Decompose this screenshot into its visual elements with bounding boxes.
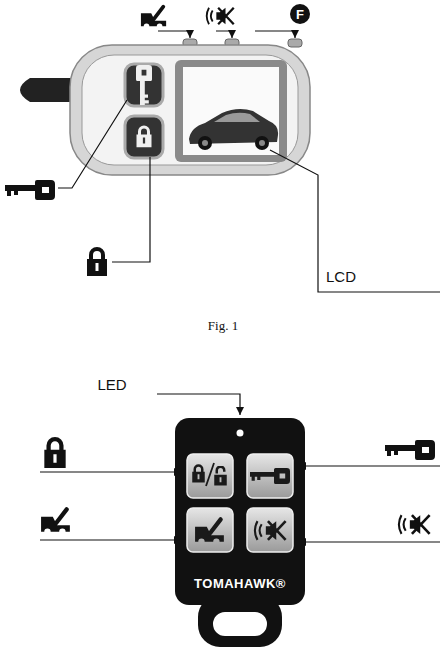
remote-button <box>247 508 293 552</box>
button-icon <box>214 467 227 486</box>
key-button <box>125 64 163 106</box>
lock-button <box>125 116 163 158</box>
part-name: LCD <box>326 268 356 285</box>
car-image <box>189 109 278 150</box>
lcd-remote <box>5 4 440 292</box>
remote-body <box>70 45 310 175</box>
button-icon <box>255 521 286 540</box>
part-name: LED <box>97 376 126 393</box>
lock-icon <box>87 249 107 276</box>
trunk-icon <box>41 509 70 531</box>
remote-button <box>187 454 233 498</box>
slash-mark <box>206 463 214 486</box>
figure-caption: Fig. 1 <box>208 318 238 334</box>
lcd-frame <box>175 60 287 162</box>
remote-face <box>82 55 298 165</box>
brand-name: TOMAHAWK® <box>194 576 286 591</box>
lock-icon <box>44 439 65 468</box>
key-icon <box>5 180 55 200</box>
mute-icon <box>207 8 234 25</box>
tomahawk-remote <box>40 394 440 647</box>
mute-icon <box>399 515 430 534</box>
button-icon <box>192 466 205 483</box>
remote-button <box>187 508 233 552</box>
key-icon <box>385 440 435 460</box>
top-button <box>288 39 302 47</box>
function-letter: F <box>296 7 304 22</box>
remote-body: TOMAHAWK® <box>175 418 305 605</box>
lcd-screen <box>183 67 279 155</box>
antenna <box>20 78 75 102</box>
leader-lines <box>58 31 440 292</box>
trunk-icon <box>141 7 166 27</box>
function-icon <box>290 4 310 24</box>
led-light <box>237 430 244 437</box>
remote-button <box>247 454 293 498</box>
button-icon <box>195 519 224 541</box>
button-icon <box>250 468 290 484</box>
